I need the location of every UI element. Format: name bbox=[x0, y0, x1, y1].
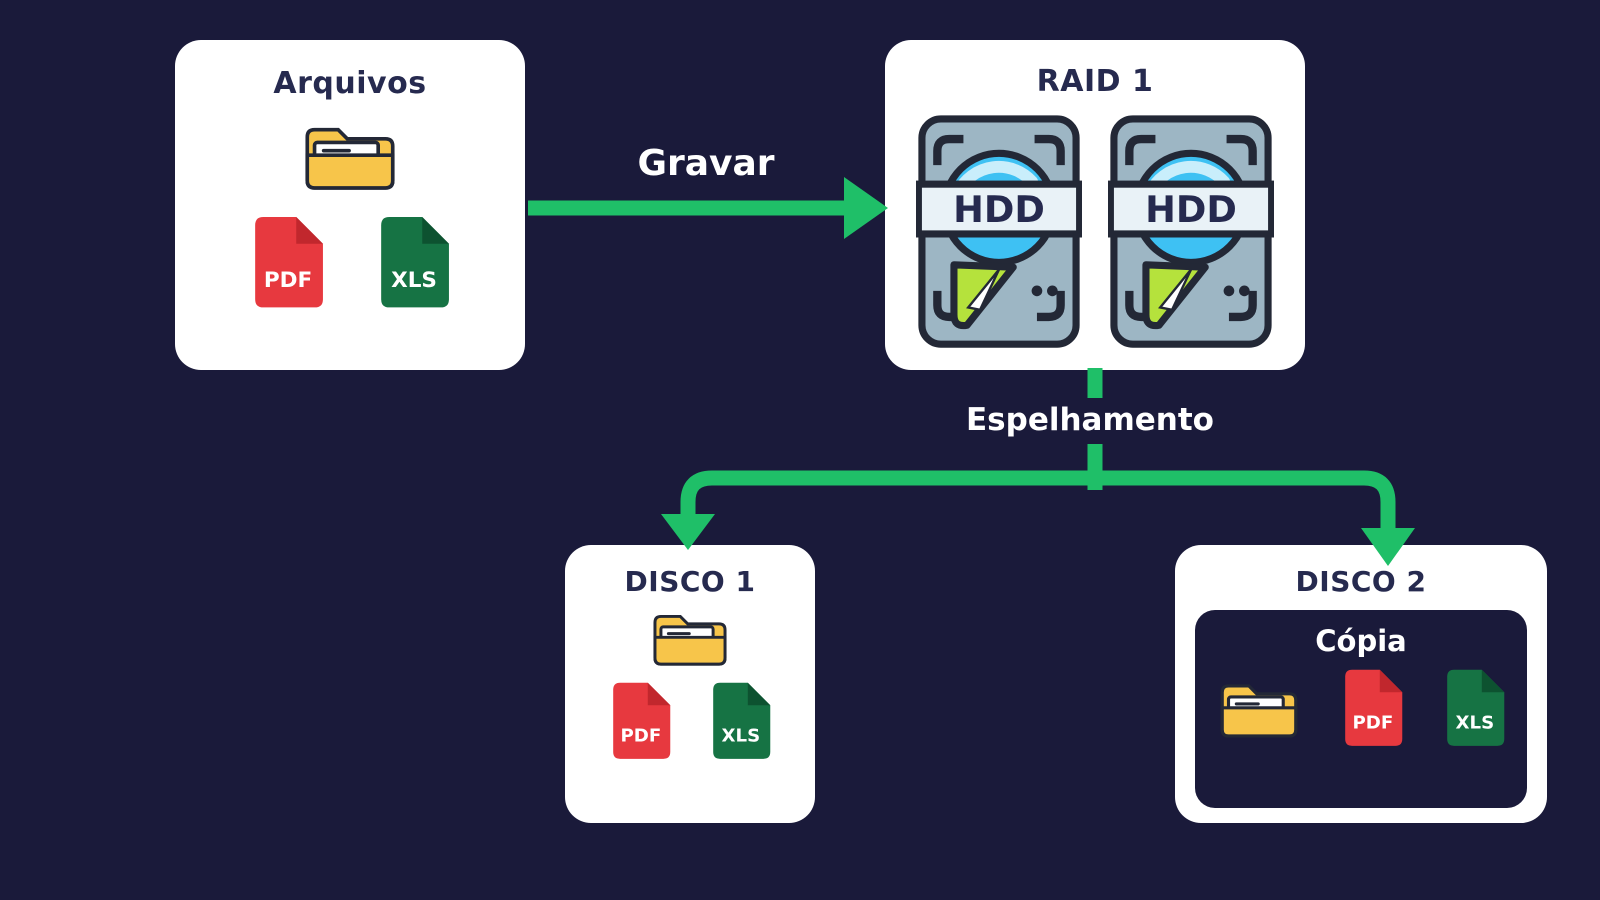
pdf-file-icon: PDF bbox=[1340, 668, 1404, 748]
folder-icon bbox=[1216, 675, 1302, 741]
file-row: PDF XLS bbox=[608, 681, 772, 761]
disco1-title: DISCO 1 bbox=[624, 565, 756, 598]
node-arquivos: Arquivos PDF XLS bbox=[175, 40, 525, 370]
pdf-file-icon: PDF bbox=[608, 681, 672, 761]
xls-file-icon: XLS bbox=[375, 215, 451, 309]
hdd-row: HDD HDD bbox=[916, 113, 1274, 350]
copy-box: Cópia PDF XLS bbox=[1195, 610, 1527, 808]
xls-label: XLS bbox=[722, 725, 761, 746]
xls-file-icon: XLS bbox=[1442, 668, 1506, 748]
hdd-icon: HDD bbox=[916, 113, 1082, 350]
disco2-title: DISCO 2 bbox=[1295, 565, 1427, 598]
node-disco2: DISCO 2 Cópia PDF XLS bbox=[1175, 545, 1547, 823]
pdf-label: PDF bbox=[620, 725, 661, 746]
pdf-file-icon: PDF bbox=[249, 215, 325, 309]
xls-label: XLS bbox=[1456, 713, 1495, 734]
node-disco1: DISCO 1 PDF XLS bbox=[565, 545, 815, 823]
hdd-label: HDD bbox=[1145, 188, 1237, 231]
arquivos-title: Arquivos bbox=[273, 66, 427, 101]
hdd-icon: HDD bbox=[1108, 113, 1274, 350]
node-raid1: RAID 1 HDD HDD bbox=[885, 40, 1305, 370]
gravar-arrowhead bbox=[844, 177, 888, 239]
pdf-label: PDF bbox=[1352, 713, 1393, 734]
file-row: PDF XLS bbox=[249, 215, 451, 309]
pdf-label: PDF bbox=[264, 268, 312, 293]
copy-title: Cópia bbox=[1315, 624, 1407, 658]
copy-row: PDF XLS bbox=[1216, 668, 1506, 748]
mirror-branch bbox=[680, 470, 1396, 532]
raid1-title: RAID 1 bbox=[1036, 64, 1154, 99]
hdd-label: HDD bbox=[953, 188, 1045, 231]
xls-label: XLS bbox=[391, 268, 437, 293]
edge-label-gravar: Gravar bbox=[637, 143, 775, 184]
xls-file-icon: XLS bbox=[708, 681, 772, 761]
folder-icon bbox=[649, 606, 731, 669]
edge-label-espelhamento: Espelhamento bbox=[966, 402, 1214, 438]
folder-icon bbox=[300, 117, 400, 193]
